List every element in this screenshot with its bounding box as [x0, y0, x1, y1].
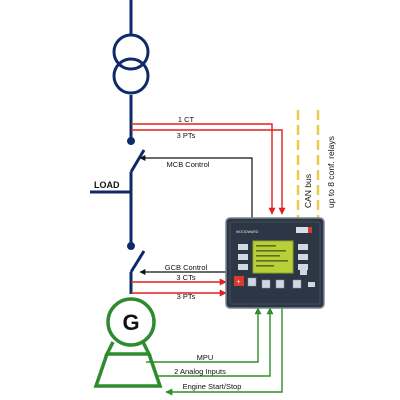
softkey-left-2[interactable] [238, 254, 248, 260]
engine-icon [93, 341, 163, 388]
label-mcb-control: MCB Control [167, 160, 210, 169]
bottom-small-keys [300, 270, 315, 287]
status-led-mark: + [237, 279, 241, 286]
load-label: LOAD [94, 180, 120, 190]
bottom-small-key-2[interactable] [308, 282, 315, 287]
label-3-pts-top: 3 PTs [177, 131, 196, 140]
softkey-right-1[interactable] [298, 244, 308, 250]
label-3-pts-bottom: 3 PTs [177, 292, 196, 301]
generator-icon: G [106, 297, 156, 347]
label-gcb-control: GCB Control [165, 263, 208, 272]
gcb-breaker-icon [127, 242, 146, 273]
right-softkeys [298, 244, 308, 270]
black-control-lines [139, 155, 253, 275]
label-analog-inputs: 2 Analog Inputs [174, 367, 226, 376]
label-1-ct: 1 CT [178, 115, 195, 124]
bottom-small-key-1[interactable] [300, 270, 307, 275]
line-1-ct [131, 123, 276, 215]
controller-device: WOODWARD + [225, 217, 325, 309]
label-3-cts: 3 CTs [176, 273, 195, 282]
generator-symbol: G [122, 310, 139, 335]
softkey-right-2[interactable] [298, 254, 308, 260]
left-softkeys [238, 244, 248, 270]
bottom-button-4[interactable] [292, 279, 302, 289]
label-can-bus: CAN bus [303, 174, 313, 208]
line-engine-start-stop [165, 308, 283, 396]
busbar [90, 0, 133, 294]
yellow-bus-lines [296, 110, 320, 218]
line-3-pts-top [131, 129, 286, 215]
device-brand: WOODWARD [236, 230, 259, 234]
label-mpu: MPU [197, 353, 214, 362]
device-logo [296, 227, 312, 233]
label-conf-relays: up to 8 conf. relays [326, 136, 336, 208]
line-mpu [146, 307, 262, 363]
softkey-right-3[interactable] [298, 264, 308, 270]
lcd-content [256, 245, 288, 267]
bottom-buttons [247, 277, 302, 289]
softkey-left-3[interactable] [238, 264, 248, 270]
softkey-left-1[interactable] [238, 244, 248, 250]
red-measurement-lines [131, 123, 286, 297]
mcb-breaker-icon [127, 137, 146, 173]
line-mcb-control [139, 155, 253, 218]
bottom-button-3[interactable] [275, 279, 285, 289]
line-analog-inputs [156, 307, 274, 377]
green-engine-lines [146, 307, 283, 396]
bottom-button-1[interactable] [247, 277, 257, 287]
transformer-icon [112, 33, 150, 95]
label-engine-start-stop: Engine Start/Stop [183, 382, 242, 391]
status-led [234, 276, 244, 286]
bottom-button-2[interactable] [261, 279, 271, 289]
